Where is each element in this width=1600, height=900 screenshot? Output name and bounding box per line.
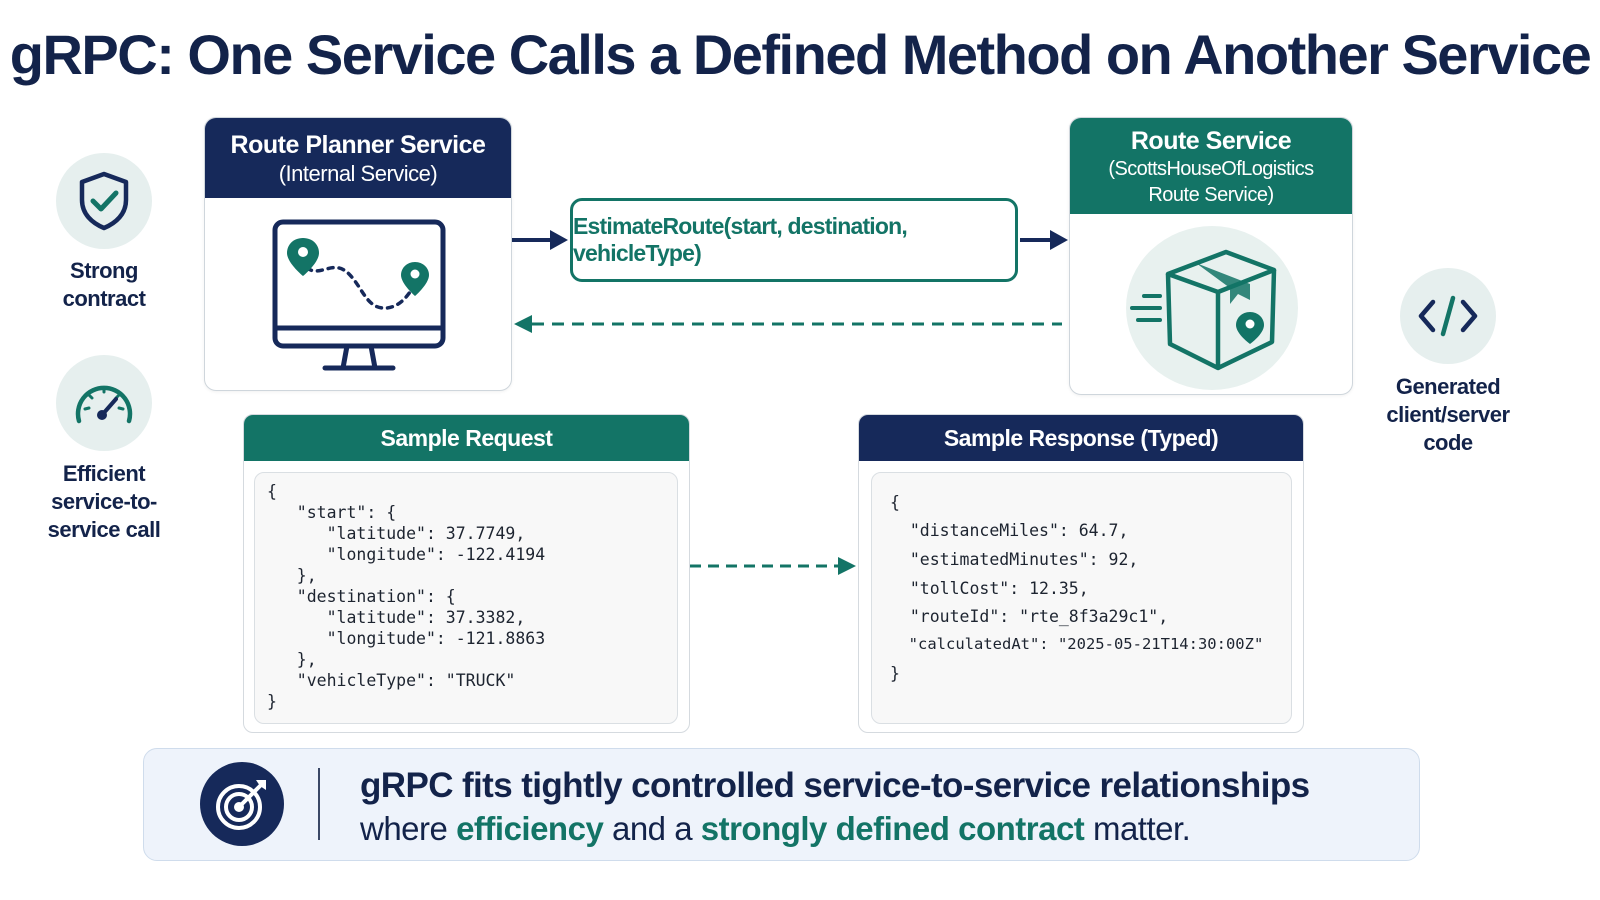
banner-text: and a [603, 810, 701, 847]
banner-headline: gRPC fits tightly controlled service-to-… [360, 766, 1310, 805]
code-line: "destination": { [267, 587, 456, 606]
code-line: { [267, 482, 277, 501]
sample-response-panel: Sample Response (Typed) { "distanceMiles… [858, 414, 1304, 733]
sample-request-code: { "start": { "latitude": 37.7749, "longi… [254, 472, 678, 724]
code-line: } [267, 692, 277, 711]
sample-response-code: { "distanceMiles": 64.7, "estimatedMinut… [871, 472, 1292, 724]
code-line: "start": { [267, 503, 397, 522]
page-title: gRPC: One Service Calls a Defined Method… [9, 23, 1592, 86]
sample-request-panel: Sample Request { "start": { "latitude": … [243, 414, 690, 733]
code-line: }, [267, 650, 317, 669]
code-line: "longitude": -122.4194 [267, 545, 546, 564]
code-line: "latitude": 37.3382, [267, 608, 526, 627]
request-arrow-right [1020, 230, 1068, 250]
banner-divider [318, 768, 320, 840]
server-service-header: Route Service (ScottsHouseOfLogistics Ro… [1070, 118, 1352, 214]
code-line: { [890, 493, 900, 512]
package-location-icon [1126, 226, 1298, 390]
code-line: "distanceMiles": 64.7, [890, 521, 1129, 540]
code-line: } [890, 664, 900, 683]
banner-text: where [360, 810, 457, 847]
feature-label-efficient-call: Efficient service-to- service call [47, 461, 161, 542]
code-line: "vehicleType": "TRUCK" [267, 671, 516, 690]
summary-banner [143, 748, 1420, 861]
method-call-pill: EstimateRoute(start, destination, vehicl… [570, 198, 1018, 282]
target-arrow-icon [200, 762, 284, 846]
response-arrow [514, 315, 1062, 333]
code-brackets-icon [1400, 268, 1496, 364]
sample-response-header: Sample Response (Typed) [859, 415, 1303, 461]
server-service-card: Route Service (ScottsHouseOfLogistics Ro… [1069, 117, 1353, 395]
feature-label-generated-code: Generated client/server code [1386, 374, 1510, 455]
banner-subline: where efficiency and a strongly defined … [360, 810, 1191, 848]
server-service-subtitle-line2: Route Service) [1148, 184, 1274, 206]
banner-highlight-contract: strongly defined contract [700, 810, 1085, 847]
code-line: "calculatedAt": "2025-05-21T14:30:00Z" [890, 635, 1264, 653]
speedometer-icon [56, 355, 152, 451]
request-to-response-arrow [690, 557, 856, 575]
code-line: "longitude": -121.8863 [267, 629, 546, 648]
code-line: "latitude": 37.7749, [267, 524, 526, 543]
sample-request-header: Sample Request [244, 415, 689, 461]
feature-label-strong-contract: Strong contract [62, 258, 146, 311]
banner-text: matter. [1084, 810, 1191, 847]
server-service-subtitle-line1: (ScottsHouseOfLogistics [1108, 158, 1314, 180]
code-line: "tollCost": 12.35, [890, 579, 1089, 598]
monitor-route-map-icon [271, 218, 447, 379]
client-service-subtitle: (Internal Service) [278, 161, 438, 186]
code-line: "estimatedMinutes": 92, [890, 550, 1139, 569]
code-line: "routeId": "rte_8f3a29c1", [890, 607, 1169, 626]
client-service-name: Route Planner Service [230, 131, 486, 159]
server-service-name: Route Service [1130, 127, 1292, 155]
client-service-card: Route Planner Service (Internal Service) [204, 117, 512, 391]
code-line: }, [267, 566, 317, 585]
client-service-header: Route Planner Service (Internal Service) [205, 118, 511, 198]
banner-highlight-efficiency: efficiency [456, 810, 604, 847]
request-arrow-left [512, 230, 568, 250]
shield-check-icon [56, 153, 152, 249]
